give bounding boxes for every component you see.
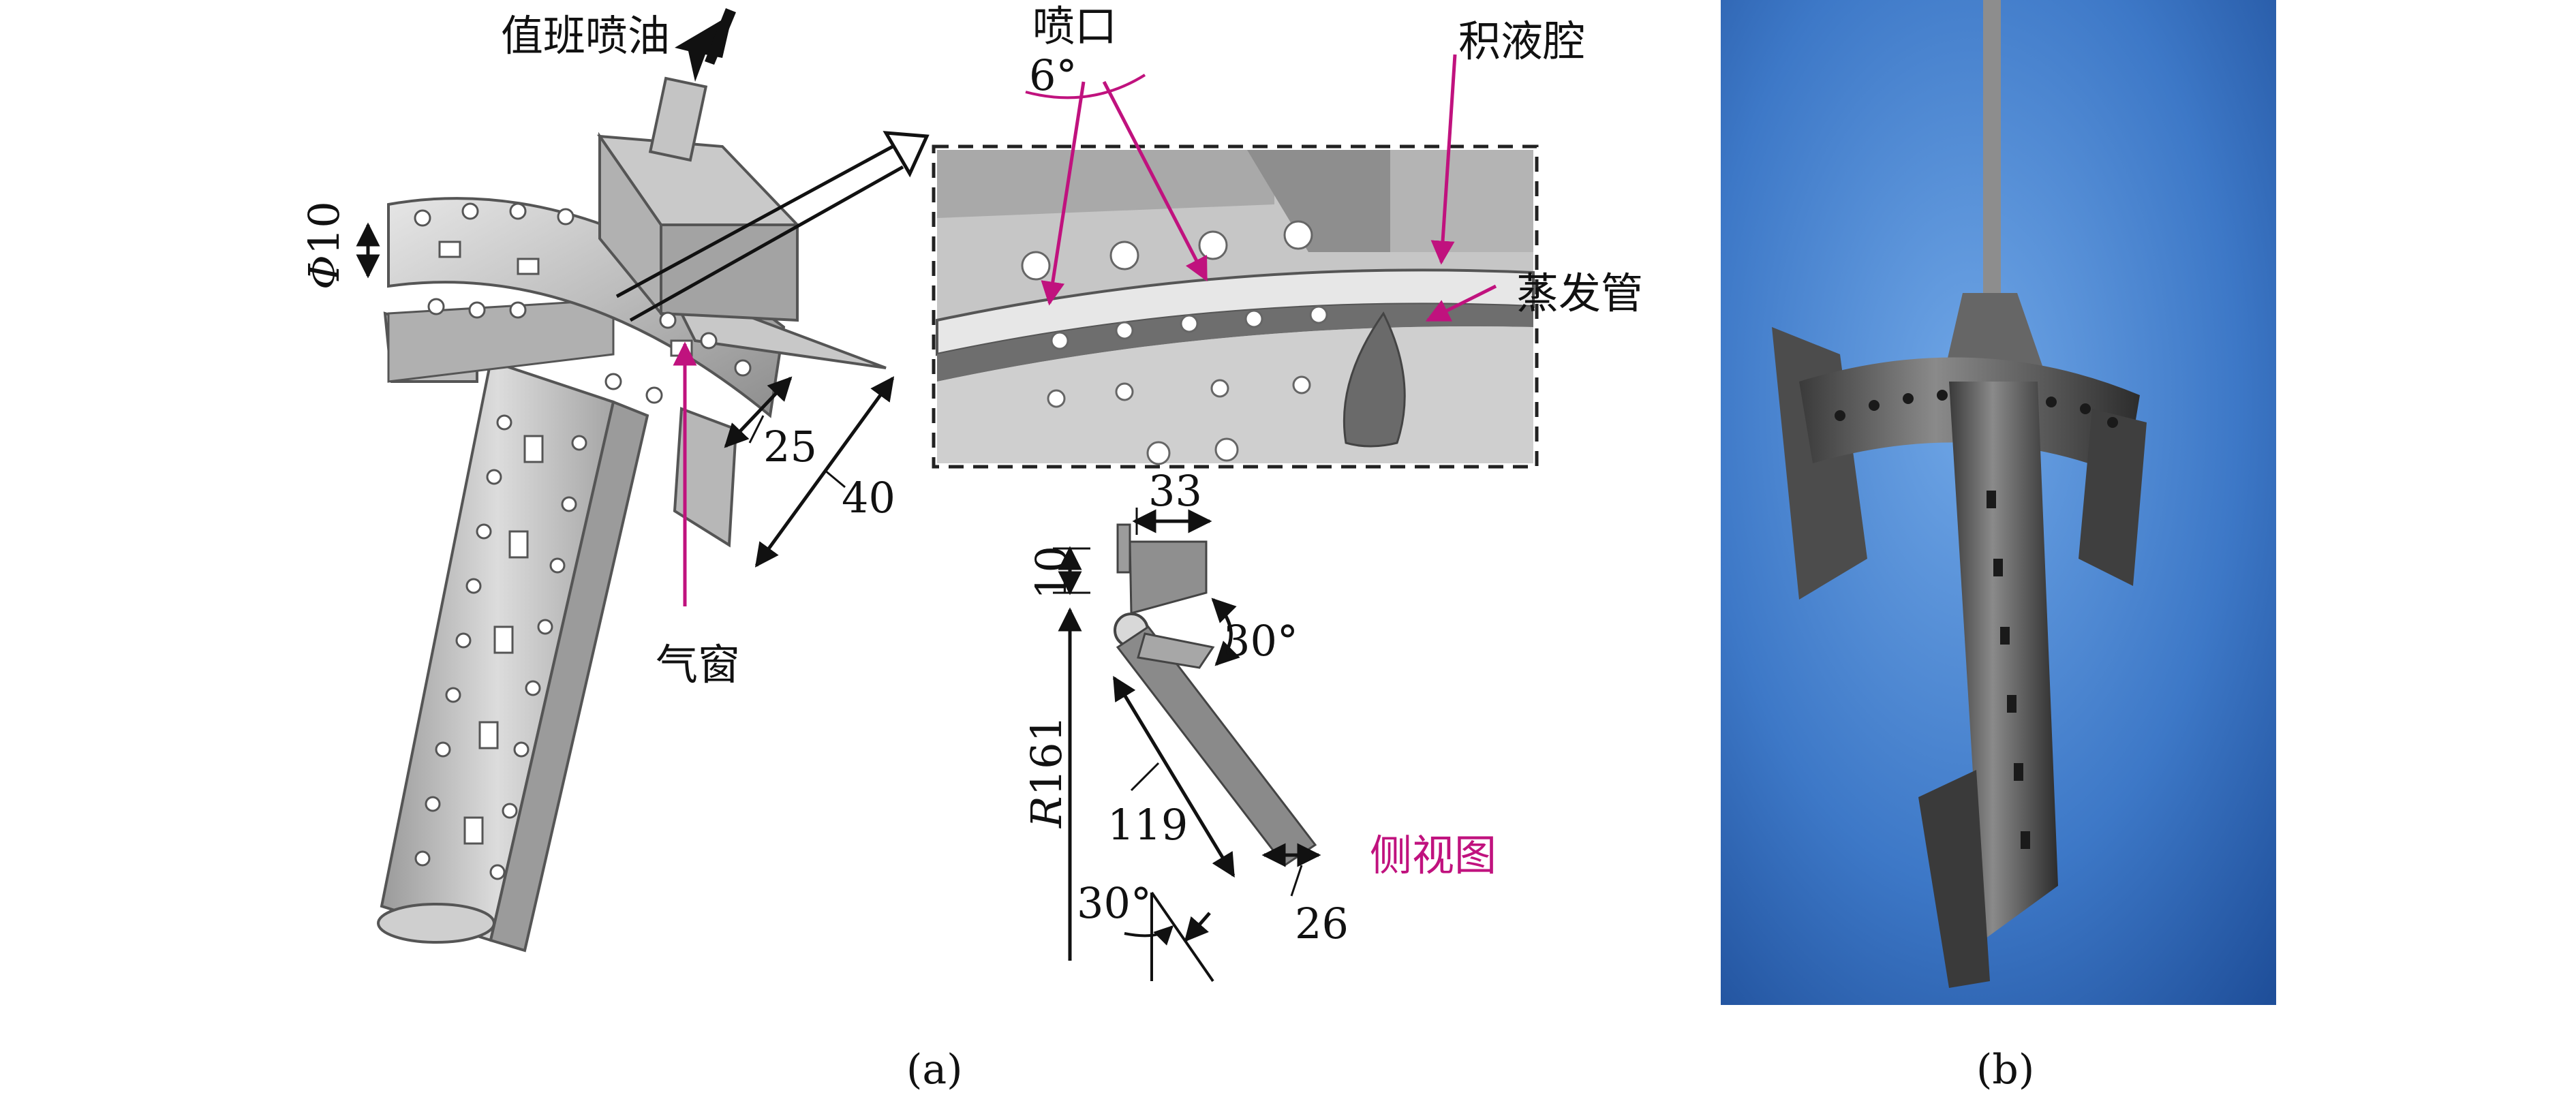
side-view — [1053, 508, 1321, 982]
dim-40-line — [754, 376, 895, 568]
radius-label: R161 — [1022, 715, 1071, 828]
right-plate — [673, 407, 738, 548]
radius-value: 161 — [1022, 715, 1071, 796]
air-window-label: 气窗 — [656, 640, 741, 690]
left-flat — [387, 298, 615, 383]
nozzle-label: 喷口 — [1032, 1, 1118, 51]
photo-rod — [1983, 0, 2001, 307]
tube-bottom-end — [377, 903, 495, 944]
phi10-label: Φ10 — [299, 201, 349, 290]
phi10-symbol: Φ — [299, 255, 349, 290]
photo-foot — [1918, 770, 1990, 988]
dim-33-label: 33 — [1148, 466, 1202, 516]
angle-30-bottom-label: 30° — [1077, 878, 1152, 928]
inset-drop — [1343, 311, 1406, 448]
photo-panel — [1721, 0, 2276, 1005]
caption-b: (b) — [1976, 1046, 2035, 1094]
isometric-model — [377, 76, 887, 953]
radius-R: R — [1022, 796, 1071, 828]
evap-tube-label: 蒸发管 — [1516, 268, 1644, 318]
dim-26-label: 26 — [1295, 899, 1349, 948]
black-arrow-icon — [675, 8, 736, 82]
dim-119-label: 119 — [1107, 800, 1189, 850]
inset-detail — [932, 54, 1539, 469]
angle-30-top-label: 30° — [1223, 616, 1298, 666]
tube-holes — [414, 414, 587, 880]
liquid-cavity-label: 积液腔 — [1458, 16, 1586, 66]
photo-holes — [1835, 390, 2118, 849]
dim-40-label: 40 — [842, 473, 895, 523]
side-view-label: 侧视图 — [1370, 831, 1497, 880]
dim-40-leader — [824, 469, 846, 489]
side-view-upper-plate — [1129, 540, 1208, 615]
standby-oil-label: 值班喷油 — [501, 11, 671, 61]
dim-10-label: 10 — [1026, 546, 1076, 600]
dim-25-label: 25 — [763, 422, 817, 471]
side-view-stem — [1116, 523, 1131, 574]
inlet-pipe — [648, 76, 708, 162]
hollow-arrow-icon — [615, 131, 930, 322]
caption-a: (a) — [906, 1046, 963, 1094]
photo-right-plate — [2079, 409, 2147, 586]
phi10-value: 10 — [299, 201, 349, 256]
main-tube-side — [489, 400, 649, 953]
ring-holes — [414, 202, 752, 404]
angle-6-label: 6° — [1029, 50, 1077, 100]
